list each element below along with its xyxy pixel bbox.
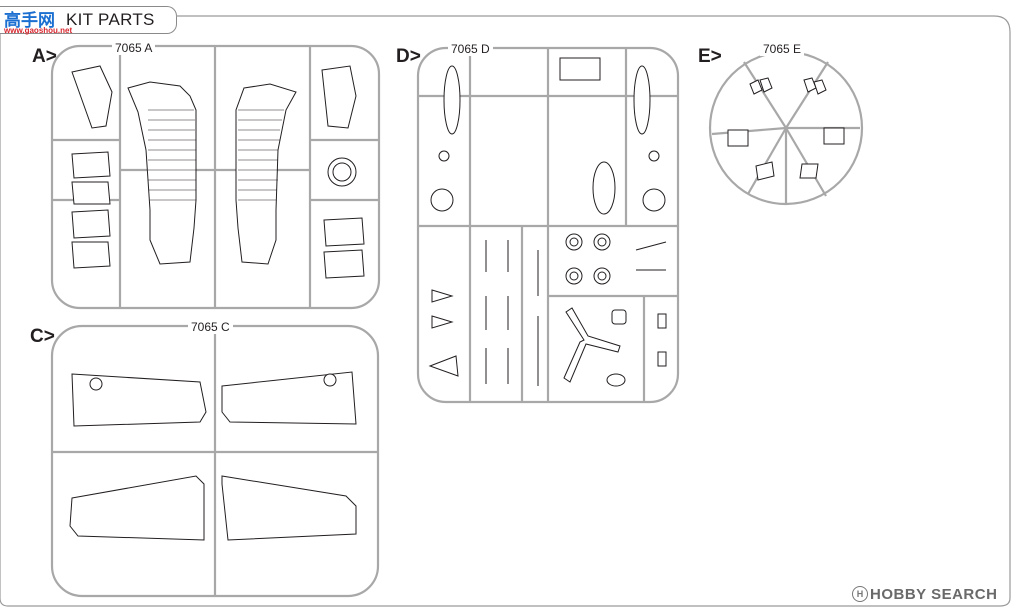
page-frame: [0, 15, 1011, 607]
sprue-d-parts: [428, 57, 667, 387]
canopy-panel-4: [71, 241, 111, 269]
sprue-c-letter: C>: [30, 326, 55, 347]
canopy-panel-2: [71, 181, 111, 205]
sprue-c-label: 7065 C: [188, 320, 233, 334]
sprue-e-label: 7065 E: [760, 42, 805, 56]
sprue-a-label: 7065 A: [112, 41, 156, 55]
canopy-panel-1: [71, 151, 111, 179]
fuselage-half-right: [235, 83, 297, 265]
sprue-e: [708, 50, 864, 206]
sprue-d-letter: D>: [396, 46, 421, 67]
upper-wing-left: [71, 373, 207, 427]
spinner: [592, 161, 616, 215]
lower-wing-left: [69, 475, 205, 541]
engine-right: [642, 188, 666, 212]
sprue-e-parts: [727, 77, 845, 181]
drop-tank-left: [443, 65, 461, 135]
grille-right: [823, 127, 845, 145]
hobby-search-icon: H: [852, 586, 868, 602]
sprue-d-rockets: [485, 240, 667, 386]
propeller: [563, 307, 621, 383]
hobby-search-watermark: HOBBY SEARCH: [870, 586, 998, 603]
sprue-e-letter: E>: [698, 46, 722, 67]
lower-wing-right: [221, 475, 357, 541]
page-title: KIT PARTS: [66, 10, 155, 29]
grille-left: [727, 129, 749, 147]
fuselage-ribs: [148, 109, 284, 201]
side-panel-1: [323, 217, 365, 247]
sprue-d-label: 7065 D: [448, 42, 493, 56]
engine-left: [430, 188, 454, 212]
tail-fin-left: [71, 65, 113, 129]
canopy-panel-3: [71, 209, 111, 239]
tail-fin-right: [321, 65, 357, 129]
sprue-c: [50, 324, 380, 598]
fuselage-half-left: [127, 81, 197, 265]
sprue-a-parts: [71, 65, 365, 279]
drop-tank-right: [633, 65, 651, 135]
sprue-c-parts: [69, 371, 357, 541]
site-logo-url: www.gaoshou.net: [4, 26, 73, 35]
side-panel-2: [323, 249, 365, 279]
site-logo-text: 高手网: [4, 11, 55, 30]
sprue-a-letter: A>: [32, 46, 57, 67]
header-tab: [0, 6, 177, 34]
